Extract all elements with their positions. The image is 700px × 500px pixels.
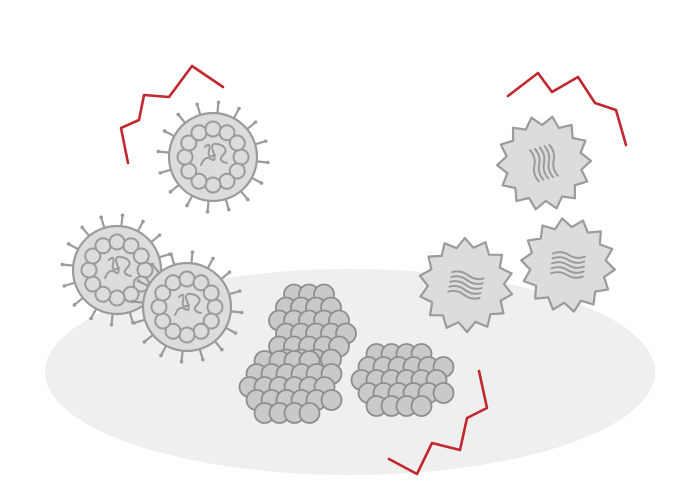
- fibril-particle-2: [520, 217, 616, 313]
- coil-particle-3: [130, 250, 244, 364]
- fibril-particle-3: [418, 236, 514, 334]
- dense-aggregate-2: [238, 350, 343, 424]
- accent-mark-top-left: [119, 64, 225, 165]
- dense-aggregate-3: [350, 343, 455, 417]
- dense-aggregate-1: [268, 283, 357, 371]
- accent-mark-bottom-center: [387, 369, 489, 476]
- coil-particle-1: [156, 100, 270, 214]
- fibril-particle-1: [496, 115, 592, 211]
- accent-mark-top-right: [506, 71, 628, 147]
